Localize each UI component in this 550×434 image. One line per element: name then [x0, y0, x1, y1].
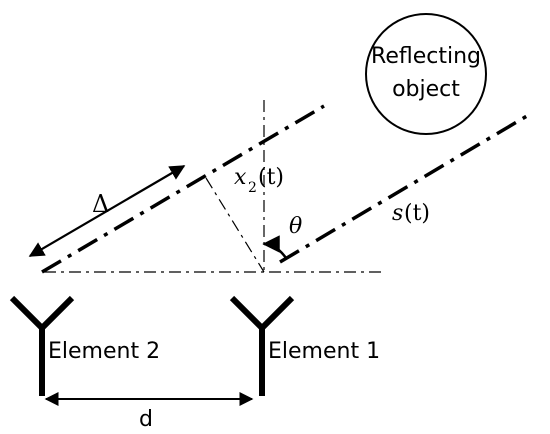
source-signal-argument: (t)	[404, 201, 430, 226]
path-difference-label: Δ	[92, 190, 109, 218]
element-1-antenna	[229, 295, 295, 396]
element-2-antenna	[9, 295, 75, 396]
antenna-arm-right	[39, 295, 75, 331]
source-signal-name: s	[392, 201, 403, 226]
antenna-arm-left	[229, 295, 265, 331]
element-2-label: Element 2	[48, 339, 160, 364]
antenna-arm-right	[259, 295, 295, 331]
incident-path-element1	[279, 111, 533, 264]
received-signal-subscript: 2	[248, 180, 257, 196]
received-signal-label: x 2 (t)	[234, 165, 284, 196]
reflecting-object-label-line2: object	[392, 77, 460, 102]
spacing-label: d	[139, 407, 153, 432]
received-signal-name: x	[234, 165, 247, 190]
received-signal-argument: (t)	[258, 165, 284, 190]
path-difference-arrow	[28, 165, 186, 257]
angle-arc	[262, 235, 288, 259]
reflecting-object-label-line1: Reflecting	[371, 44, 481, 69]
reflecting-object: Reflecting object	[365, 13, 487, 135]
source-signal-label: s (t)	[392, 201, 430, 226]
antenna-arm-left	[9, 295, 45, 331]
angle-label: θ	[289, 214, 302, 239]
element-1-label: Element 1	[268, 339, 380, 364]
reflecting-object-circle	[365, 13, 487, 135]
wavefront-perpendicular-line	[205, 177, 265, 273]
